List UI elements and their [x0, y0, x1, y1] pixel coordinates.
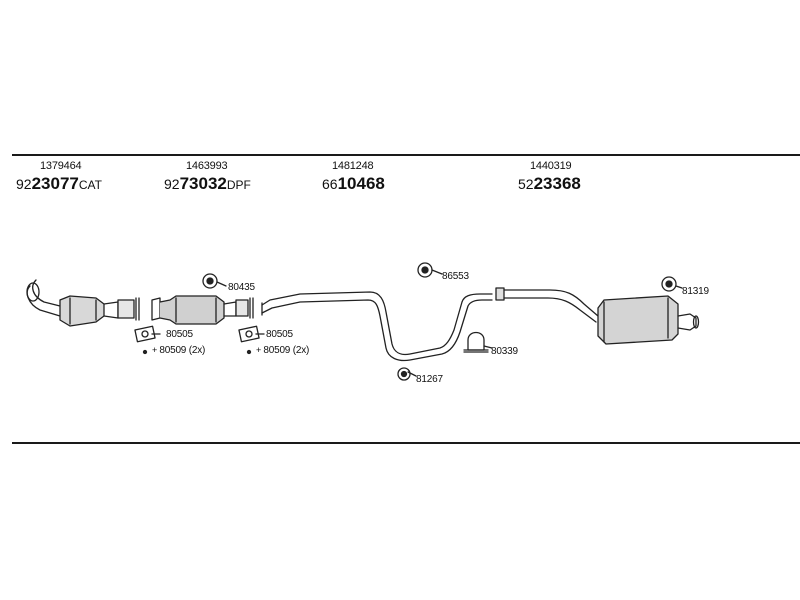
dpf-unit [151, 295, 254, 325]
oe-number: 1463993 [186, 160, 228, 172]
rubber-mount-icon [661, 276, 677, 292]
catalytic-converter [26, 279, 140, 327]
clamp-icon [202, 273, 218, 289]
callout-gasket: 80505 [166, 329, 193, 340]
part-header-dpf: 1463993 9273032DPF [164, 160, 251, 194]
gasket-icon [134, 325, 156, 343]
callout-bolts: + 80509 (2x) [152, 345, 206, 356]
callout-bolts: + 80509 (2x) [256, 345, 310, 356]
part-number: 9223077CAT [16, 174, 102, 193]
part-number: 6610468 [322, 174, 385, 193]
oe-number: 1379464 [40, 160, 82, 172]
oe-number: 1481248 [332, 160, 374, 172]
middle-pipe [261, 291, 493, 362]
rear-silencer [495, 287, 700, 345]
pipe-clamp-icon [463, 331, 489, 353]
bottom-divider [12, 442, 800, 444]
callout-mount: 86553 [442, 271, 469, 282]
rubber-mount-icon [417, 262, 433, 278]
part-header-catalyst: 1379464 9223077CAT [16, 160, 102, 194]
callout-mount: 81319 [682, 286, 709, 297]
gasket-icon [238, 325, 260, 343]
part-number: 9273032DPF [164, 174, 251, 193]
bolt-icon [246, 349, 252, 355]
callout-hanger: 81267 [416, 374, 443, 385]
oe-number: 1440319 [530, 160, 572, 172]
callout-clamp: 80339 [491, 346, 518, 357]
top-divider [12, 154, 800, 156]
part-header-middle-pipe: 1481248 6610468 [322, 160, 385, 194]
hanger-icon [397, 367, 411, 381]
part-number: 5223368 [518, 174, 581, 193]
callout-gasket: 80505 [266, 329, 293, 340]
part-header-rear-silencer: 1440319 5223368 [518, 160, 581, 194]
callout-clamp: 80435 [228, 282, 255, 293]
bolt-icon [142, 349, 148, 355]
